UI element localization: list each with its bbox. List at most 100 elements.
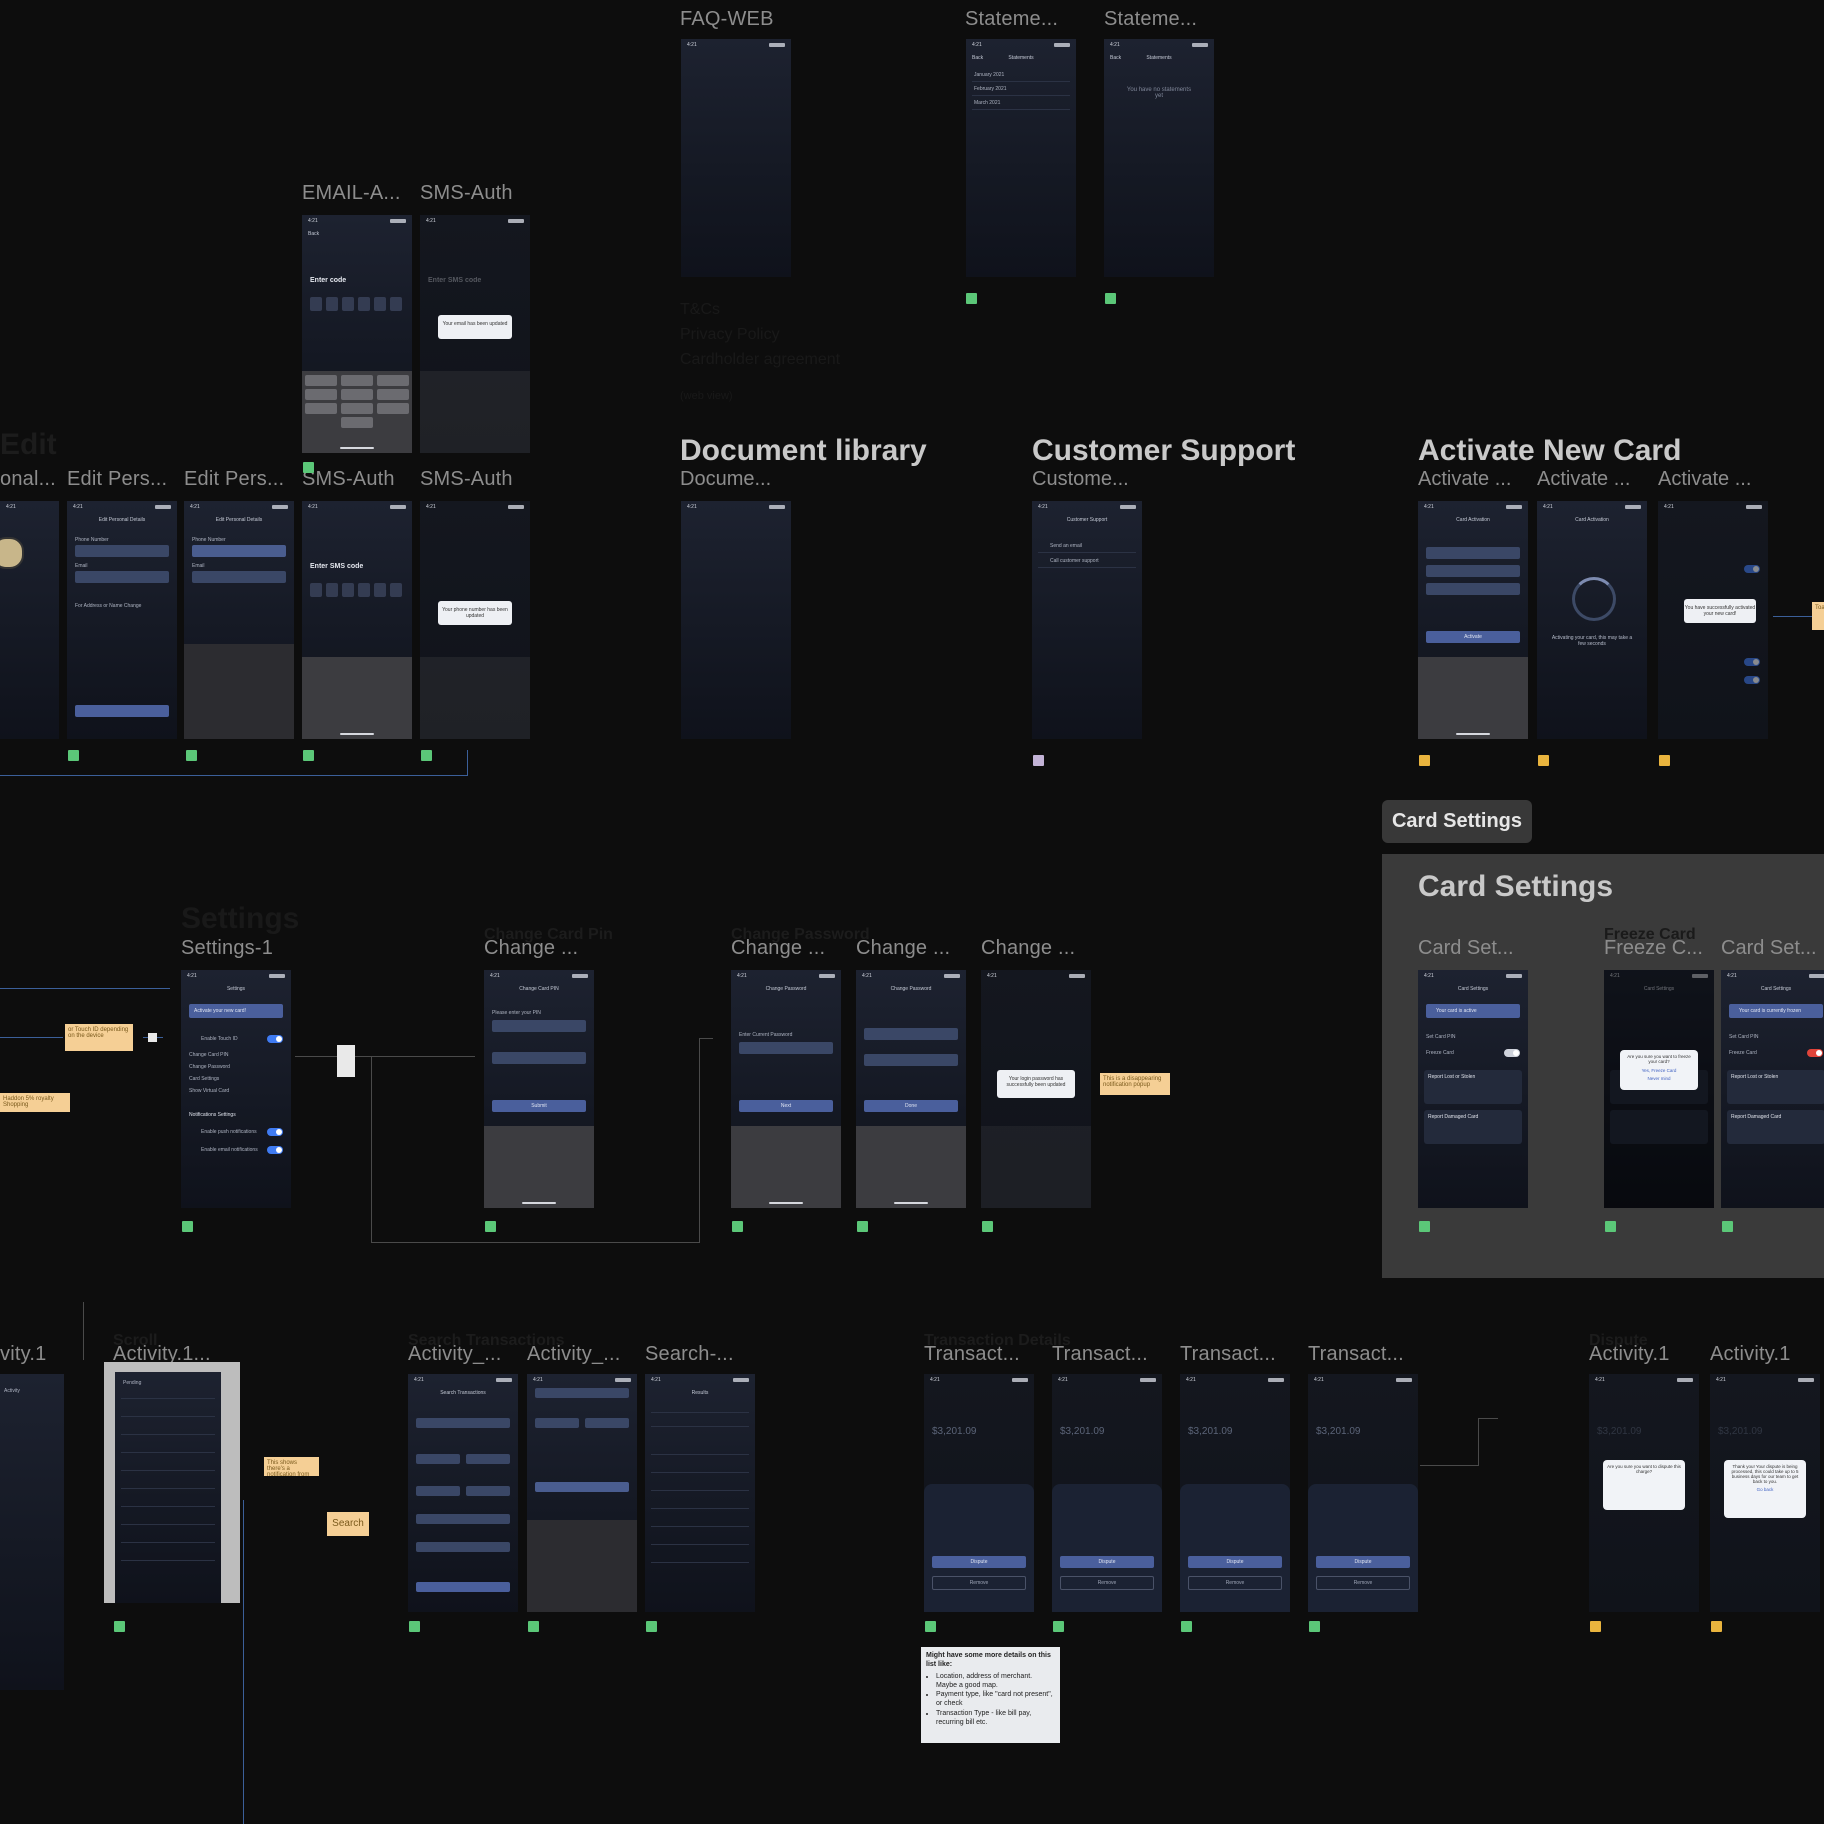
phone-transaction-details-3[interactable]: 4:21 $3,201.09 Dispute Remove: [1180, 1374, 1290, 1612]
code-digit[interactable]: [374, 583, 386, 597]
enable-email-toggle[interactable]: [267, 1146, 283, 1154]
code-digit[interactable]: [326, 297, 338, 311]
current-password-field[interactable]: [739, 1042, 833, 1054]
code-digit[interactable]: [390, 583, 402, 597]
code-digit[interactable]: [374, 297, 386, 311]
phone-sms-auth-email-updated[interactable]: 4:21 Enter SMS code Your email has been …: [420, 215, 530, 453]
card-settings-section-tag[interactable]: Card Settings: [1382, 800, 1532, 843]
remove-button[interactable]: Remove: [1188, 1576, 1282, 1590]
set-card-pin-item[interactable]: Set Card PIN: [1426, 1034, 1456, 1040]
search-button-note[interactable]: Search: [327, 1512, 369, 1536]
report-lost-card[interactable]: Report Lost or Stolen: [1727, 1070, 1824, 1104]
key[interactable]: [305, 403, 337, 414]
phone-dispute-confirm[interactable]: 4:21 $3,201.09 Are you sure you want to …: [1589, 1374, 1699, 1612]
remove-button[interactable]: Remove: [1316, 1576, 1410, 1590]
key[interactable]: [341, 403, 373, 414]
phone-statements-empty[interactable]: 4:21 Back Statements You have no stateme…: [1104, 39, 1214, 277]
toggle[interactable]: [1744, 676, 1760, 684]
back-button[interactable]: Back: [972, 55, 984, 61]
phone-search-results[interactable]: 4:21 Results: [645, 1374, 755, 1612]
qwerty-keyboard[interactable]: [527, 1520, 637, 1612]
key[interactable]: [305, 375, 337, 386]
merchant-field[interactable]: [416, 1542, 510, 1552]
dispute-button[interactable]: Dispute: [932, 1556, 1026, 1568]
report-damaged-card[interactable]: Report Damaged Card: [1727, 1110, 1824, 1144]
phone-number-field[interactable]: [192, 545, 286, 557]
transaction-type-select[interactable]: [535, 1388, 629, 1398]
phone-transaction-details-1[interactable]: 4:21 $3,201.09 Dispute Remove: [924, 1374, 1034, 1612]
amount-from-field[interactable]: [416, 1486, 460, 1496]
phone-change-password-1[interactable]: 4:21 Change Password Enter Current Passw…: [731, 970, 841, 1208]
transaction-type-select[interactable]: [416, 1418, 510, 1428]
report-damaged-card[interactable]: [1610, 1110, 1708, 1144]
call-support-item[interactable]: Call customer support: [1050, 558, 1099, 564]
email-field[interactable]: [192, 571, 286, 583]
code-digit[interactable]: [310, 297, 322, 311]
report-lost-card[interactable]: Report Lost or Stolen: [1424, 1070, 1522, 1104]
phone-search-transactions[interactable]: 4:21 Search Transactions: [408, 1374, 518, 1612]
phone-transaction-details-4[interactable]: 4:21 $3,201.09 Dispute Remove: [1308, 1374, 1418, 1612]
toggle[interactable]: [1744, 658, 1760, 666]
code-digit[interactable]: [326, 583, 338, 597]
qwerty-keyboard[interactable]: [184, 644, 294, 739]
phone-change-card-pin[interactable]: 4:21 Change Card PIN Please enter your P…: [484, 970, 594, 1208]
phone-settings[interactable]: 4:21 Settings Activate your new card! En…: [181, 970, 291, 1208]
date-to-field[interactable]: [466, 1454, 510, 1464]
never-mind-button[interactable]: Never mind: [1647, 1076, 1671, 1081]
freeze-card-toggle[interactable]: [1504, 1049, 1520, 1057]
code-digit[interactable]: [358, 583, 370, 597]
dispute-button[interactable]: Dispute: [1060, 1556, 1154, 1568]
new-password-field[interactable]: [864, 1028, 958, 1040]
code-digit[interactable]: [342, 583, 354, 597]
statement-item[interactable]: March 2021: [974, 100, 1001, 106]
code-digit[interactable]: [390, 297, 402, 311]
confirm-password-field[interactable]: [864, 1054, 958, 1066]
back-button[interactable]: Back: [1110, 55, 1122, 61]
card-cvv-field[interactable]: [1426, 583, 1520, 595]
phone-change-password-3[interactable]: 4:21 Your login password has successfull…: [981, 970, 1091, 1208]
statement-item[interactable]: January 2021: [974, 72, 1005, 78]
phone-dispute-thanks[interactable]: 4:21 $3,201.09 Thank you! Your dispute i…: [1710, 1374, 1820, 1612]
set-card-pin-item[interactable]: Set Card PIN: [1729, 1034, 1759, 1040]
phone-activity-scroll[interactable]: Pending: [115, 1372, 221, 1603]
email-field[interactable]: [75, 571, 169, 583]
phone-card-activation-3[interactable]: 4:21 You have successfully activated you…: [1658, 501, 1768, 739]
send-email-item[interactable]: Send an email: [1050, 543, 1082, 549]
phone-email-auth[interactable]: 4:21 Back Enter code: [302, 215, 412, 453]
statement-item[interactable]: February 2021: [974, 86, 1007, 92]
search-submit-button[interactable]: [416, 1582, 510, 1592]
phone-sms-auth-2[interactable]: 4:21 Your phone number has been updated: [420, 501, 530, 739]
yes-freeze-button[interactable]: Yes, Freeze Card: [1641, 1068, 1677, 1073]
key[interactable]: [377, 403, 409, 414]
key[interactable]: [341, 389, 373, 400]
phone-activity-left[interactable]: Activity: [0, 1374, 64, 1690]
settings-item[interactable]: Change Card PIN: [189, 1052, 229, 1058]
next-button[interactable]: Next: [739, 1100, 833, 1112]
phone-sms-auth-1[interactable]: 4:21 Enter SMS code: [302, 501, 412, 739]
phone-card-settings-frozen[interactable]: 4:21 Card Settings Your card is currentl…: [1721, 970, 1824, 1208]
phone-number-field[interactable]: [75, 545, 169, 557]
numeric-keypad[interactable]: [484, 1126, 594, 1208]
code-digit[interactable]: [358, 297, 370, 311]
phone-statements[interactable]: 4:21 Back Statements January 2021 Februa…: [966, 39, 1076, 277]
key[interactable]: [305, 389, 337, 400]
pin-confirm-field[interactable]: [492, 1052, 586, 1064]
settings-item[interactable]: Change Password: [189, 1064, 230, 1070]
dispute-button[interactable]: Dispute: [1316, 1556, 1410, 1568]
toggle[interactable]: [1744, 565, 1760, 573]
activate-new-card-banner[interactable]: Activate your new card!: [189, 1004, 283, 1018]
go-back-button[interactable]: Go back: [1756, 1487, 1774, 1492]
settings-item[interactable]: Enable Touch ID: [201, 1036, 238, 1042]
phone-search-keyboard[interactable]: 4:21: [527, 1374, 637, 1612]
date-to-field[interactable]: [585, 1418, 629, 1428]
check-number-field[interactable]: [416, 1514, 510, 1524]
check-number-field[interactable]: [535, 1482, 629, 1492]
numeric-keypad[interactable]: [302, 657, 412, 739]
key[interactable]: [341, 375, 373, 386]
remove-button[interactable]: Remove: [932, 1576, 1026, 1590]
phone-document-library[interactable]: 4:21: [681, 501, 791, 739]
phone-freeze-card[interactable]: 4:21 Card Settings Are you sure you want…: [1604, 970, 1714, 1208]
enable-push-toggle[interactable]: [267, 1128, 283, 1136]
phone-customer-support[interactable]: 4:21 Customer Support Send an email Call…: [1032, 501, 1142, 739]
enable-touch-id-toggle[interactable]: [267, 1035, 283, 1043]
